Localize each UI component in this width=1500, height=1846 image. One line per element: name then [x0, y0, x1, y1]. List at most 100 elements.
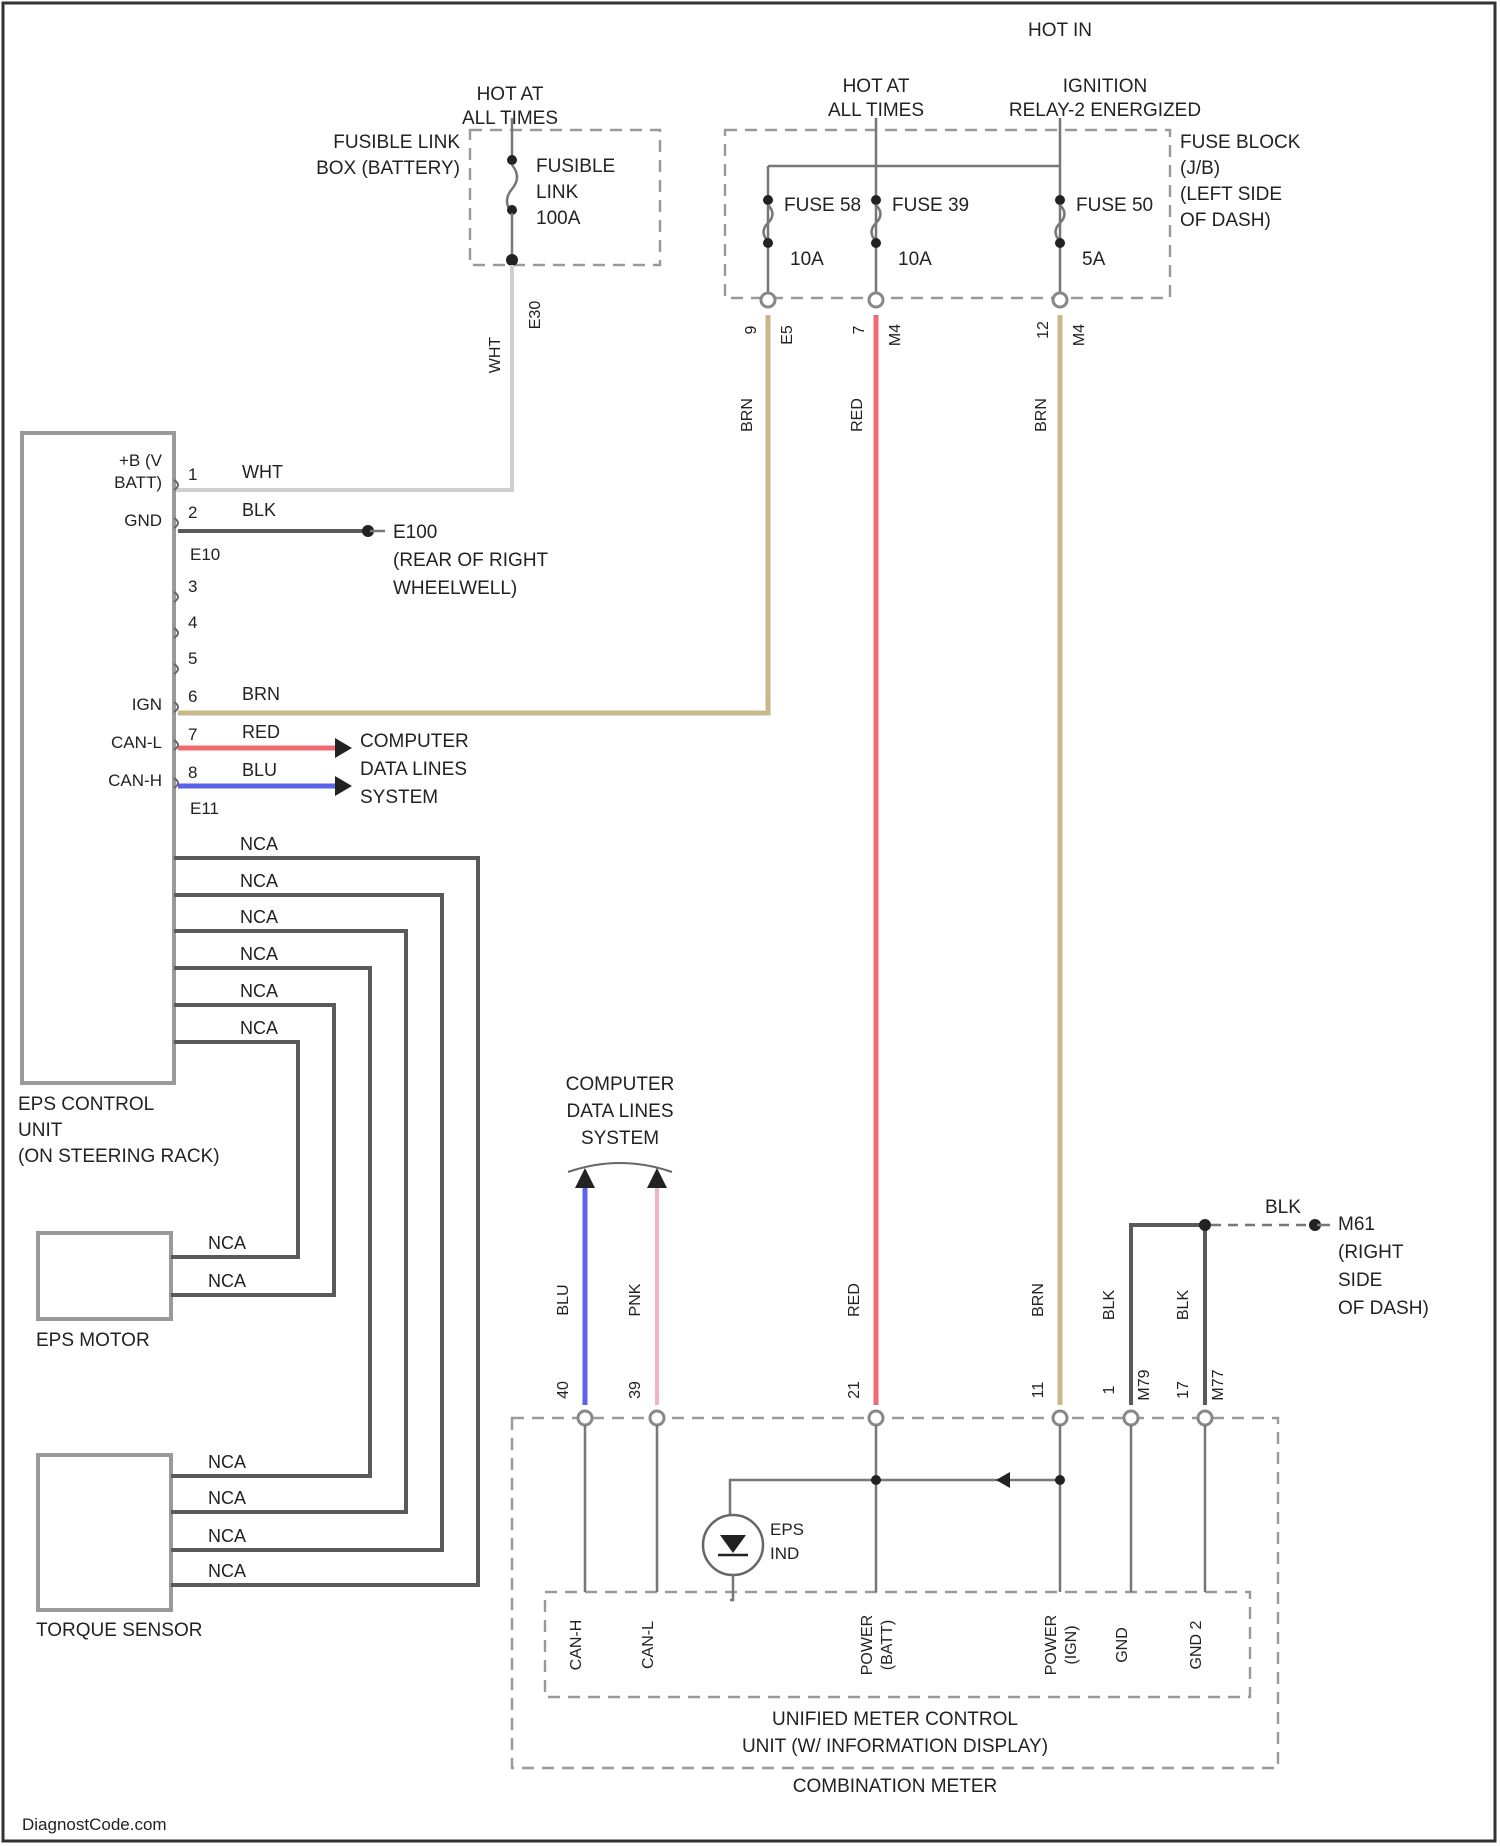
meter-wire-color: BLU — [555, 1284, 572, 1315]
eps-pin-number: 3 — [188, 577, 197, 596]
eps-pin-number: 2 — [188, 503, 197, 522]
meter-ground-wire-label: BLK — [1265, 1197, 1301, 1218]
fuse-terminal — [1055, 238, 1065, 248]
meter-pin-number: 1 — [1101, 1385, 1118, 1394]
fuse-pin: 7 — [851, 325, 868, 334]
fusible-link-box: FUSIBLE LINKBOX (BATTERY) FUSIBLELINK100… — [316, 118, 660, 373]
torque-sensor-title: TORQUE SENSOR — [36, 1620, 202, 1641]
eps-pin-wire-color: RED — [242, 722, 280, 742]
fuse-wire-color: RED — [849, 398, 866, 432]
fuse-connector: E5 — [779, 325, 796, 345]
eps-pin-wire-color: BRN — [242, 684, 280, 704]
meter-internal-label: GND — [1114, 1627, 1131, 1663]
fuse-wire-color: BRN — [739, 398, 756, 432]
nca-label: NCA — [240, 907, 278, 927]
nca-label: NCA — [240, 981, 278, 1001]
fuse-wire-color: BRN — [1033, 398, 1050, 432]
fuse-block: FUSE BLOCK(J/B)(LEFT SIDEOF DASH) FUSE 5… — [725, 118, 1301, 346]
torque-nca-label: NCA — [208, 1488, 246, 1508]
meter-wire-color: BLK — [1101, 1290, 1118, 1321]
eps-pin-name: IGN — [132, 695, 162, 714]
nca-label: NCA — [240, 944, 278, 964]
meter-wire-color: BLK — [1175, 1290, 1192, 1321]
eps-pin-number: 8 — [188, 763, 197, 782]
meter-wire-color: RED — [846, 1283, 863, 1317]
meter-connector: M77 — [1210, 1369, 1227, 1400]
eps-pin-name: CAN-H — [108, 771, 162, 790]
nca-label: NCA — [240, 1018, 278, 1038]
meter-connector: M79 — [1136, 1369, 1153, 1400]
watermark: DiagnostCode.com — [22, 1815, 167, 1834]
fuse-terminal — [871, 238, 881, 248]
fusible-link-connector: E30 — [527, 301, 544, 330]
eps-motor: EPS MOTOR — [36, 1233, 171, 1351]
eps-pin-number: 5 — [188, 649, 197, 668]
meter-pin-terminal — [650, 1411, 664, 1425]
fuse-terminal — [763, 195, 773, 205]
meter-pin-number: 17 — [1175, 1381, 1192, 1399]
meter-pin-terminal — [869, 1411, 883, 1425]
eps-pin-number: 7 — [188, 725, 197, 744]
meter-internal-label: POWER(IGN) — [1043, 1615, 1080, 1675]
meter-pin-number: 40 — [555, 1381, 572, 1399]
meter-internal-label: CAN-H — [568, 1620, 585, 1671]
combination-meter: EPSIND CAN-H CAN-L POWER(BATT) POWER(IGN) GN… — [512, 1411, 1278, 1797]
ignition-relay-label: IGNITIONRELAY-2 ENERGIZED — [1009, 76, 1201, 121]
fuse-pin: 12 — [1035, 321, 1052, 339]
fuse-pin: 9 — [743, 325, 760, 334]
meter-pin-number: 11 — [1030, 1382, 1047, 1399]
main-wire-labels: BRN RED BRN — [739, 398, 1050, 432]
nca-label: NCA — [240, 871, 278, 891]
meter-wire-color: PNK — [627, 1283, 644, 1316]
eps-pin-number: 1 — [188, 465, 197, 484]
fusible-link-wire-color: WHT — [487, 337, 504, 374]
meter-pin-terminal — [1198, 1411, 1212, 1425]
fuse-name: FUSE 39 — [892, 195, 969, 216]
torque-nca-label: NCA — [208, 1452, 246, 1472]
eps-pin-wire-color: BLK — [242, 500, 276, 520]
eps-pin-wire-color: BLU — [242, 760, 277, 780]
motor-nca-label: NCA — [208, 1271, 246, 1291]
fuse-amps: 5A — [1082, 249, 1106, 270]
eps-pin-name: GND — [124, 511, 162, 530]
meter-pin-terminal — [1053, 1411, 1067, 1425]
motor-nca-label: NCA — [208, 1233, 246, 1253]
eps-ground-label: E100(REAR OF RIGHTWHEELWELL) — [393, 522, 549, 599]
meter-internal-label: GND 2 — [1188, 1620, 1205, 1669]
eps-motor-title: EPS MOTOR — [36, 1330, 150, 1351]
meter-internal-label: CAN-L — [640, 1621, 657, 1669]
nca-wire — [171, 968, 370, 1476]
meter-pin-terminal — [578, 1411, 592, 1425]
meter-pin-number: 39 — [627, 1381, 644, 1399]
eps-pin-number: 6 — [188, 687, 197, 706]
fuse-terminal — [871, 195, 881, 205]
fuse-pin-terminal — [761, 293, 775, 307]
fuse-terminal — [763, 238, 773, 248]
main-wires — [175, 265, 1060, 1405]
eps-pin-number: 4 — [188, 613, 197, 632]
nca-label: NCA — [240, 834, 278, 854]
eps-conn-gnd: E10 — [190, 545, 220, 564]
meter-internal-label: POWER(BATT) — [859, 1615, 896, 1675]
meter-data-lines-label: COMPUTERDATA LINESSYSTEM — [566, 1074, 675, 1149]
eps-pin-wire-color: WHT — [242, 462, 283, 482]
eps-pin-name: CAN-L — [111, 733, 162, 752]
fuse-pin-terminal — [1053, 293, 1067, 307]
fuse-connector: M4 — [887, 324, 904, 346]
meter-pin-number: 21 — [846, 1381, 863, 1399]
fuse-amps: 10A — [790, 249, 824, 270]
